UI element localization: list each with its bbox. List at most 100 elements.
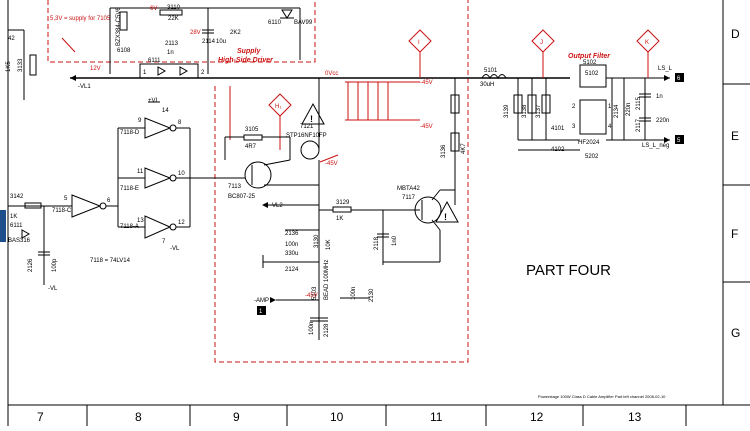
svg-text:-45V: -45V xyxy=(420,80,433,86)
svg-text:!: ! xyxy=(444,212,447,222)
svg-text:1K: 1K xyxy=(10,214,17,220)
svg-text:HF2024: HF2024 xyxy=(578,140,600,146)
svg-text:220n: 220n xyxy=(626,103,632,116)
svg-text:2114: 2114 xyxy=(202,39,216,45)
svg-text:7118-C: 7118-C xyxy=(52,208,72,214)
svg-text:28V: 28V xyxy=(190,30,201,36)
svg-text:5103: 5103 xyxy=(312,286,318,300)
svg-text:4101: 4101 xyxy=(551,126,565,132)
choke-5102 xyxy=(579,64,607,88)
svg-text:3: 3 xyxy=(572,124,576,130)
svg-text:STP16NF10FP: STP16NF10FP xyxy=(286,133,327,139)
supply-block: BZX384-C5V6 6108 3110 22K 6V 28V 2114 10… xyxy=(109,5,313,79)
svg-text:2: 2 xyxy=(201,70,205,76)
net-vl-gate: +VL xyxy=(148,98,160,104)
svg-text:3129: 3129 xyxy=(336,200,350,206)
svg-text:4K7: 4K7 xyxy=(461,143,467,154)
resistor-3110 xyxy=(159,9,183,16)
output-ls-l: LS_L xyxy=(658,66,673,72)
output-filter-title: Output Filter xyxy=(568,53,611,60)
svg-text:42: 42 xyxy=(8,36,15,42)
svg-text:22K: 22K xyxy=(168,16,179,22)
svg-text:2126: 2126 xyxy=(28,258,34,272)
svg-text:7118-E: 7118-E xyxy=(120,186,139,192)
svg-text:3130: 3130 xyxy=(314,234,320,248)
svg-text:1: 1 xyxy=(143,70,147,76)
svg-text:5102: 5102 xyxy=(585,71,599,77)
vl2-network: -VL2 3129 1K 2118 1n0 2136 100n 330u 212… xyxy=(262,200,420,300)
zener-6108 xyxy=(119,11,128,31)
svg-text:100p: 100p xyxy=(52,258,58,272)
svg-text:BAS316: BAS316 xyxy=(8,238,31,244)
supply-subtitle: High-Side Driver xyxy=(218,57,274,64)
output-filter: 5101 30uH 3139 3138 3137 4101 4102 J 510… xyxy=(480,29,684,160)
warning-icon-2 xyxy=(435,200,459,223)
svg-text:3110: 3110 xyxy=(167,5,181,11)
svg-text:11: 11 xyxy=(137,169,144,175)
gate-7118-e xyxy=(144,167,172,189)
svg-text:H₁: H₁ xyxy=(275,104,281,110)
svg-text:5101: 5101 xyxy=(484,68,498,74)
test-point-j: J xyxy=(531,29,555,78)
gate-7118-d xyxy=(144,117,172,139)
svg-text:BC807-25: BC807-25 xyxy=(228,194,256,200)
net-vl2: -VL2 xyxy=(270,203,283,209)
svg-text:!: ! xyxy=(310,114,313,124)
svg-text:220n: 220n xyxy=(656,118,669,124)
supply-note: 5,3V = supply for 7105 xyxy=(50,16,111,22)
amp-connector: -AMP 1 -45V 100n 2128 100n 2130 xyxy=(254,287,375,337)
svg-text:-45V: -45V xyxy=(305,293,318,299)
column-label-7: 7 xyxy=(37,410,44,424)
svg-text:3133: 3133 xyxy=(18,58,24,72)
svg-text:1: 1 xyxy=(608,104,612,110)
svg-text:1K: 1K xyxy=(336,216,343,222)
column-labels: 7 8 9 10 11 12 13 xyxy=(37,410,642,424)
svg-text:7113: 7113 xyxy=(228,184,242,190)
input-network: 3142 1K 6111 BAS316 2126 100p -VL xyxy=(8,194,72,292)
svg-text:J: J xyxy=(540,40,543,46)
svg-text:2K2: 2K2 xyxy=(230,30,241,36)
svg-text:2118: 2118 xyxy=(374,236,380,250)
row-label-f: F xyxy=(731,227,738,241)
column-label-11: 11 xyxy=(430,410,443,424)
svg-text:5102: 5102 xyxy=(583,60,597,66)
part-title: PART FOUR xyxy=(526,262,611,279)
transistor-7117 xyxy=(414,196,442,224)
svg-text:7: 7 xyxy=(162,239,166,245)
svg-text:1K5: 1K5 xyxy=(6,61,12,72)
svg-text:1n0: 1n0 xyxy=(392,235,398,246)
svg-text:K: K xyxy=(645,40,649,46)
svg-text:6108: 6108 xyxy=(117,48,131,54)
svg-text:6111: 6111 xyxy=(148,58,161,64)
svg-text:3139: 3139 xyxy=(504,104,510,118)
svg-text:5202: 5202 xyxy=(585,154,599,160)
svg-text:100n: 100n xyxy=(351,287,357,300)
svg-text:30uH: 30uH xyxy=(480,82,494,88)
column-label-8: 8 xyxy=(135,410,142,424)
svg-text:6110: 6110 xyxy=(268,20,282,26)
svg-text:2113: 2113 xyxy=(165,41,179,47)
svg-text:2117: 2117 xyxy=(636,118,642,132)
svg-text:I: I xyxy=(418,40,420,46)
column-label-9: 9 xyxy=(233,410,240,424)
test-point-k: K xyxy=(636,29,660,78)
amp-label: -AMP xyxy=(254,298,269,304)
ls-l-neg-pin: 5 xyxy=(677,138,681,144)
vl1-rail: -VL1 12V 0Vcc xyxy=(70,66,570,90)
diode-pair-6111 xyxy=(139,63,199,79)
dashed-blocks xyxy=(47,0,469,363)
svg-text:0Vcc: 0Vcc xyxy=(325,71,338,77)
svg-text:7117: 7117 xyxy=(402,195,416,201)
test-point-i: I xyxy=(408,29,432,78)
amp-pin: 1 xyxy=(259,309,263,315)
svg-text:7118-D: 7118-D xyxy=(120,130,140,136)
svg-text:3105: 3105 xyxy=(245,127,259,133)
row-label-e: E xyxy=(731,129,739,143)
svg-text:2128: 2128 xyxy=(324,323,330,337)
svg-text:2115: 2115 xyxy=(636,96,642,110)
mosfet-7121 xyxy=(300,140,320,160)
svg-text:10u: 10u xyxy=(216,39,226,45)
driver-stage: ! H₁ 3105 4R7 7121 STP16NF10FP -45V 7113… xyxy=(224,78,338,340)
svg-text:5: 5 xyxy=(64,196,68,202)
resistor-3129 xyxy=(332,206,352,213)
